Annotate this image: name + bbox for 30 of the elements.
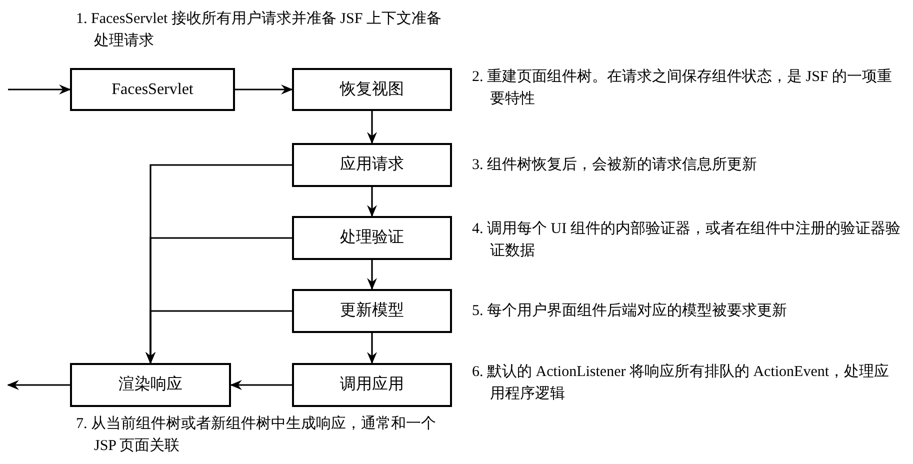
process-box [70, 68, 235, 111]
step-note: 4. 调用每个 UI 组件的内部验证器，或者在组件中注册的验证器验证数据 [472, 220, 902, 261]
process-box [70, 363, 231, 407]
process-box [292, 363, 452, 407]
arrow [367, 260, 377, 290]
arrow [7, 380, 70, 390]
process-box [292, 289, 452, 333]
arrow [235, 84, 293, 94]
box-label: 处理验证 [340, 228, 404, 248]
arrow [367, 333, 377, 364]
step-note: 3. 组件树恢复后，会被新的请求信息所更新 [472, 156, 758, 175]
box-label: 恢复视图 [340, 80, 404, 100]
step-note: 1. FacesServlet 接收所有用户请求并准备 JSF 上下文准备处理请求 [76, 10, 442, 51]
box-label: 调用应用 [340, 375, 404, 395]
arrow [146, 310, 292, 364]
box-label: FacesServlet [112, 80, 194, 100]
box-label: 渲染响应 [118, 375, 182, 395]
box-label: 应用请求 [340, 155, 404, 175]
process-box [292, 143, 452, 187]
box-label: 更新模型 [340, 301, 404, 321]
step-note: 5. 每个用户界面组件后端对应的模型被要求更新 [472, 301, 788, 321]
step-note: 7. 从当前组件树或者新组件树中生成响应，通常和一个 JSP 页面关联 [76, 414, 437, 456]
process-box [292, 216, 452, 260]
arrow [367, 111, 377, 144]
process-box [292, 68, 452, 111]
arrow [8, 84, 71, 94]
step-note: 2. 重建页面组件树。在请求之间保存组件状态，是 JSF 的一项重要特性 [472, 67, 894, 109]
step-note: 6. 默认的 ActionListener 将响应所有排队的 ActionEvent，处理应用程序逻辑 [472, 362, 890, 404]
arrow [230, 380, 292, 390]
arrow [367, 187, 377, 217]
